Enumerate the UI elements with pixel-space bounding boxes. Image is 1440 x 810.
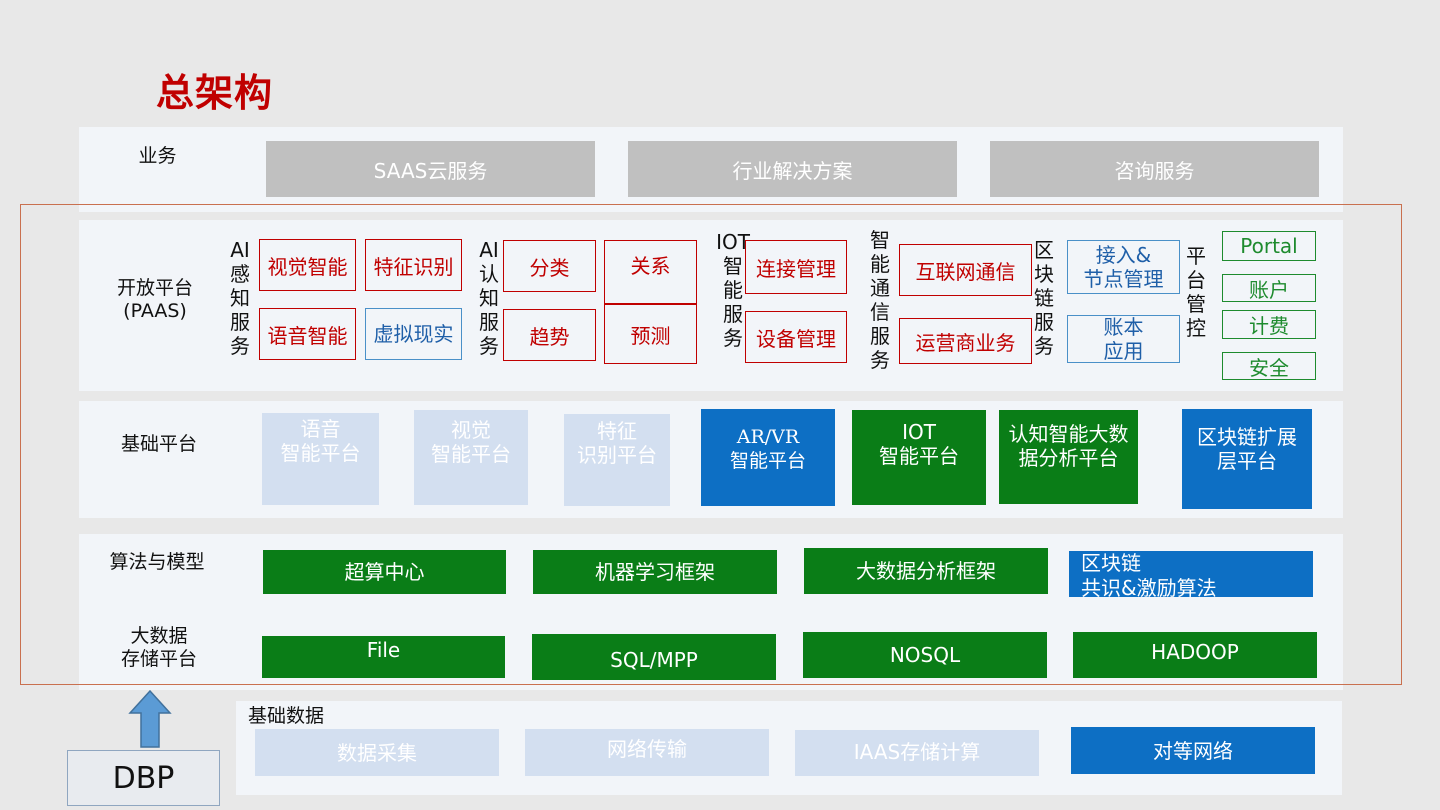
portal-box: Portal (1222, 231, 1316, 261)
visual-platform-box: 视觉 智能平台 (414, 410, 528, 505)
blockchain-consensus-box: 区块链 共识&激励算法 (1069, 551, 1313, 597)
classification-box: 分类 (503, 240, 596, 292)
up-arrow-icon (128, 689, 172, 748)
comm-service-label: 智 能 通 信 服 务 (870, 228, 890, 372)
blockchain-extension-platform-box: 区块链扩展 层平台 (1182, 409, 1312, 509)
consulting-box: 咨询服务 (990, 141, 1319, 197)
iaas-storage-compute-box: IAAS存储计算 (795, 730, 1039, 776)
base-platform-row-label: 基础平台 (120, 433, 197, 455)
device-management-box: 设备管理 (745, 311, 847, 363)
carrier-business-box: 运营商业务 (899, 318, 1032, 364)
arvr-platform-box: AR/VR 智能平台 (701, 409, 835, 506)
industry-solution-box: 行业解决方案 (628, 141, 957, 197)
machine-learning-framework-box: 机器学习框架 (533, 550, 777, 594)
basic-data-row-label: 基础数据 (248, 705, 325, 727)
account-box: 账户 (1222, 274, 1316, 302)
virtual-reality-box: 虚拟现实 (365, 308, 462, 360)
blockchain-service-label: 区 块 链 服 务 (1034, 238, 1054, 358)
dbp-label: DBP (67, 750, 220, 806)
platform-control-label: 平 台 管 控 (1186, 244, 1206, 340)
billing-box: 计费 (1222, 310, 1316, 339)
ai-perception-label: AI 感 知 服 务 (230, 238, 250, 358)
page-title: 总架构 (156, 71, 274, 115)
access-node-management-box: 接入& 节点管理 (1067, 240, 1180, 294)
cognitive-bigdata-platform-box: 认知智能大数 据分析平台 (999, 410, 1138, 504)
supercomputing-center-box: 超算中心 (263, 550, 506, 594)
relation-box: 关系 (604, 240, 697, 304)
algo-row-label: 算法与模型 (109, 551, 205, 573)
voice-intelligence-box: 语音智能 (259, 308, 356, 360)
data-collection-box: 数据采集 (255, 729, 499, 776)
ai-cognition-label: AI 认 知 服 务 (479, 238, 499, 358)
security-box: 安全 (1222, 352, 1316, 380)
sql-mpp-box: SQL/MPP (532, 634, 776, 680)
bigdata-analysis-framework-box: 大数据分析框架 (804, 548, 1048, 594)
nosql-box: NOSQL (803, 632, 1047, 678)
saas-box: SAAS云服务 (266, 141, 595, 197)
paas-foundation-frame (20, 204, 1402, 685)
file-box: File (262, 636, 505, 678)
feature-platform-box: 特征 识别平台 (564, 414, 670, 506)
visual-intelligence-box: 视觉智能 (259, 239, 356, 291)
connection-management-box: 连接管理 (745, 240, 847, 294)
prediction-box: 预测 (604, 304, 697, 364)
feature-recognition-box: 特征识别 (365, 239, 462, 291)
bigdata-storage-row-label: 大数据 存储平台 (120, 625, 197, 670)
ledger-application-box: 账本 应用 (1067, 315, 1180, 363)
internet-communication-box: 互联网通信 (899, 244, 1032, 296)
paas-row-label: 开放平台 (PAAS) (116, 277, 193, 322)
trend-box: 趋势 (503, 309, 596, 361)
iot-platform-box: IOT 智能平台 (852, 410, 986, 505)
p2p-network-box: 对等网络 (1071, 727, 1315, 774)
network-transmission-box: 网络传输 (525, 729, 769, 776)
business-row-label: 业务 (138, 145, 177, 167)
voice-platform-box: 语音 智能平台 (262, 413, 379, 505)
iot-service-label: IOT 智 能 服 务 (716, 230, 750, 350)
hadoop-box: HADOOP (1073, 632, 1317, 678)
